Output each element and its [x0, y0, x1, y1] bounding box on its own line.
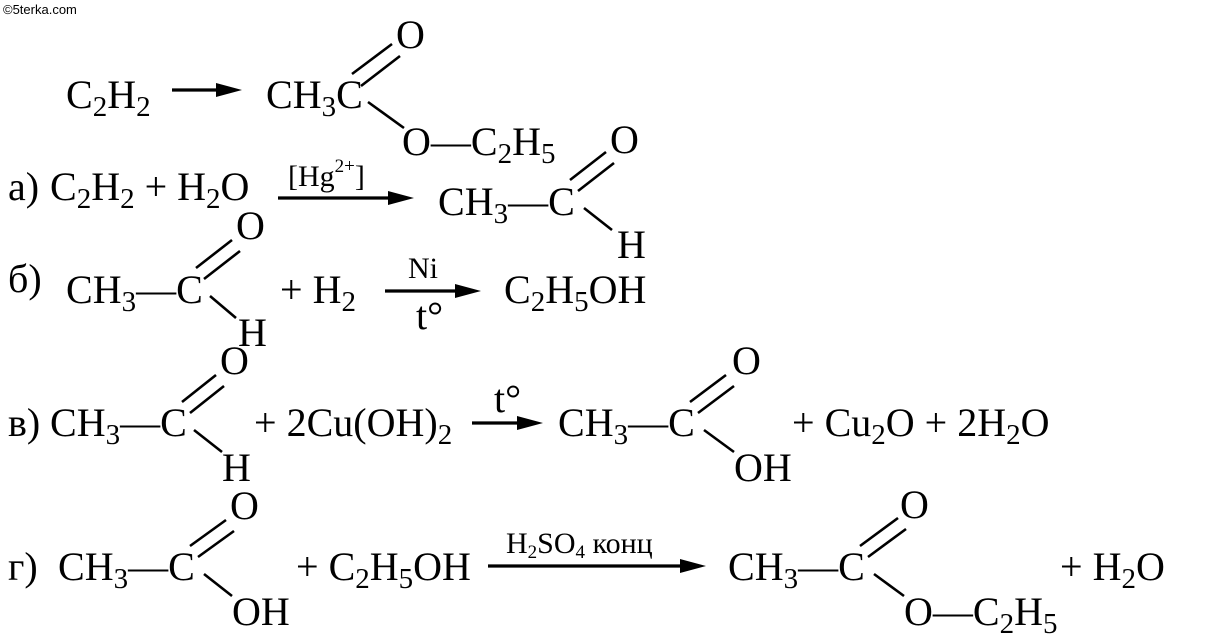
atom-oxygen: O [236, 203, 265, 248]
double-bond [181, 373, 217, 404]
hydroxyl-group: OH [232, 589, 290, 634]
single-bond [583, 206, 613, 232]
double-bond [859, 516, 899, 548]
catalyst-sulfuric-acid: H2SO4 конц [506, 527, 653, 563]
single-bond [209, 295, 237, 319]
condition-heat: t° [494, 376, 521, 421]
double-bond [195, 238, 233, 270]
atom-oxygen: O [732, 338, 761, 383]
double-bond [197, 529, 235, 559]
hydroxyl-group: OH [734, 445, 792, 490]
product-acetaldehyde: CH3—C [438, 179, 575, 230]
ester-oxygen-ethyl: O—C2H5 [402, 119, 555, 170]
reaction-label: в) [8, 400, 40, 445]
single-bond [193, 428, 223, 454]
double-bond [577, 161, 615, 193]
product-ethyl-acetate: CH3C [266, 72, 363, 123]
reactant-acetic-acid: CH3—C [58, 544, 195, 595]
watermark: ©5terka.com [3, 2, 77, 17]
double-bond [569, 150, 607, 182]
plus-ethanol: + C2H5OH [296, 544, 471, 595]
single-bond [873, 572, 905, 598]
double-bond [689, 373, 727, 404]
by-products: + Cu2O + 2H2O [792, 400, 1049, 451]
reaction-arrow [488, 559, 706, 573]
reaction-arrow [385, 284, 481, 298]
plus-water: + H2O [1060, 544, 1165, 595]
double-bond [189, 384, 225, 415]
reaction-a: а) C2H2 + H2O [Hg2+] CH3—C O H [8, 117, 646, 267]
plus-copper-hydroxide: + 2Cu(OH)2 [254, 400, 452, 451]
double-bond [867, 527, 907, 559]
reaction-arrow [472, 416, 543, 430]
double-bond [697, 384, 735, 415]
double-bond [189, 518, 227, 548]
atom-hydrogen: H [617, 222, 646, 267]
ester-oxygen-ethyl: O—C2H5 [904, 589, 1057, 639]
double-bond [351, 42, 393, 76]
plus-hydrogen: + H2 [280, 267, 356, 318]
product-acetic-acid: CH3—C [558, 400, 695, 451]
reactant-acetylene: C2H2 [66, 72, 151, 123]
double-bond [360, 54, 401, 88]
atom-oxygen: O [230, 483, 259, 528]
reaction-main: C2H2 CH3C O O—C2H5 [66, 12, 555, 170]
reaction-b: б) CH3—C O H + H2 Ni t° C2H5OH [8, 203, 646, 355]
catalyst-nickel: Ni [408, 252, 438, 285]
double-bond [203, 249, 241, 281]
reaction-v: в) CH3—C O H + 2Cu(OH)2 t° CH3—C O OH + … [8, 338, 1049, 490]
product-ethyl-acetate: CH3—C [728, 544, 865, 595]
atom-oxygen: O [610, 117, 639, 162]
single-bond [203, 572, 233, 598]
atom-oxygen: O [396, 12, 425, 57]
product-ethanol: C2H5OH [504, 267, 646, 318]
reaction-label: г) [8, 544, 38, 589]
reactants: C2H2 + H2O [50, 164, 249, 215]
single-bond [703, 428, 735, 454]
reaction-arrow [172, 83, 242, 97]
atom-hydrogen: H [222, 445, 251, 490]
atom-hydrogen: H [238, 310, 267, 355]
catalyst-mercury: [Hg2+] [288, 156, 365, 193]
single-bond [367, 100, 405, 130]
reaction-g: г) CH3—C O OH + C2H5OH H2SO4 конц CH3—C … [8, 482, 1165, 639]
condition-heat: t° [416, 293, 443, 338]
reactant-acetaldehyde: CH3—C [50, 400, 187, 451]
reactant-acetaldehyde: CH3—C [66, 267, 203, 318]
atom-oxygen: O [900, 482, 929, 527]
reaction-label: б) [8, 256, 42, 301]
reaction-arrow [278, 191, 414, 205]
reaction-label: а) [8, 164, 39, 209]
atom-oxygen: O [220, 338, 249, 383]
